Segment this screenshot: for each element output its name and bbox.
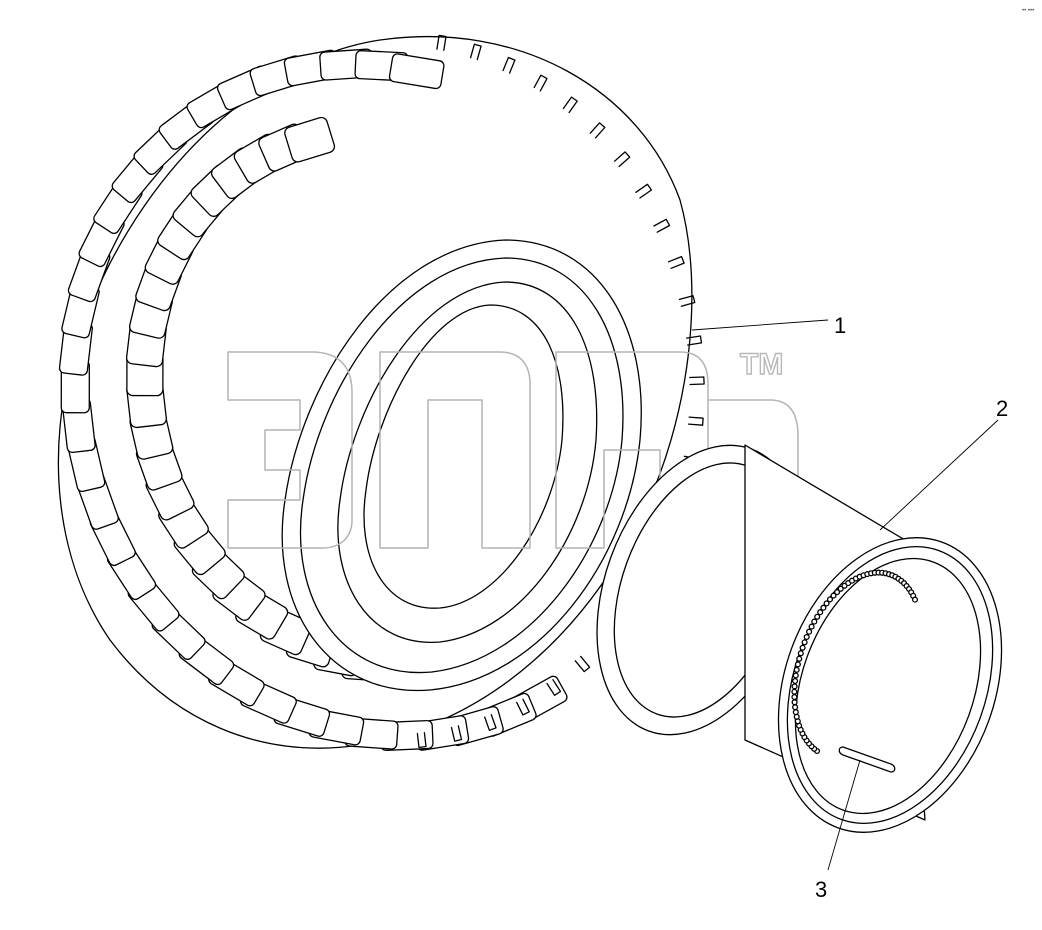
watermark-letter-3 — [555, 351, 709, 549]
rim-bolt-hole — [799, 644, 806, 651]
rim-bolt-hole — [806, 628, 813, 635]
rim-front-flange — [777, 537, 1003, 833]
callout-label-1: 1 — [834, 313, 846, 338]
tread-lug — [546, 679, 562, 696]
rim-bolt-hole — [792, 677, 799, 685]
rim-bolt-hole — [803, 633, 810, 641]
tread-lug — [678, 295, 696, 307]
tyre — [57, 34, 705, 752]
rim-bolt-hole — [792, 672, 799, 679]
watermark-trademark: TM — [740, 348, 783, 381]
rim-bolt-hole — [794, 661, 801, 668]
tread-lug — [436, 34, 447, 51]
tread-lug — [589, 122, 606, 139]
rim-bolt-hole — [797, 650, 804, 657]
rim-bolt-hole — [792, 704, 799, 711]
rim-bolt-hole — [791, 693, 798, 701]
rim-bolt-hole — [820, 604, 827, 611]
callout-label-3: 3 — [815, 877, 827, 902]
callout-leaders — [691, 319, 999, 871]
leader-line-1 — [691, 319, 829, 331]
rim-bolt-hole — [823, 600, 830, 607]
tread-lug — [613, 151, 631, 168]
tread-lug — [687, 416, 704, 426]
tread-lug — [635, 183, 653, 199]
tread-lug — [484, 714, 497, 731]
leader-line-2 — [879, 419, 999, 531]
callout-label-2: 2 — [996, 396, 1008, 421]
rim-bolt-hole — [837, 585, 844, 592]
valve-stem-body — [838, 746, 896, 773]
tread-lug — [469, 43, 482, 61]
tread-lug — [516, 698, 530, 716]
rim-bolt-hole — [817, 609, 824, 616]
rim-bolt-hole — [811, 618, 818, 625]
rim-bolt-hole — [830, 592, 837, 599]
rim-bolt-hole — [826, 596, 834, 603]
rim-bolt-hole — [791, 688, 798, 695]
tread-lug — [502, 56, 516, 74]
rim-front-lip — [794, 557, 982, 815]
rim-bolt-hole — [814, 613, 821, 620]
rim-bolt-hole — [834, 589, 841, 596]
tread-lug — [689, 376, 705, 386]
tread-lug — [653, 218, 671, 233]
corner-mark: •• ••• — [1022, 8, 1034, 14]
tread-lug — [685, 335, 703, 346]
tread-block — [284, 116, 336, 163]
tyre-sidewall-ring — [299, 257, 624, 674]
tyre-bead-ring-outer — [337, 281, 598, 643]
rim-bolt-hole — [791, 699, 798, 706]
rim-bolt-hole — [793, 666, 800, 673]
rim-bolt-hole — [801, 639, 808, 646]
rim-bolt-hole — [911, 596, 919, 603]
rim-bolt-hole — [808, 623, 815, 630]
valve-stem — [838, 746, 896, 773]
rim-bolt-hole — [792, 709, 799, 716]
leader-line-3 — [827, 759, 861, 871]
tread-lug — [450, 725, 463, 742]
rim-bolt-holes — [791, 569, 919, 755]
rim-bolt-hole — [791, 683, 798, 690]
wheel-rim — [596, 444, 1003, 833]
rim-bolt-hole — [796, 655, 803, 662]
tread-lug — [562, 96, 578, 114]
tread-lug — [574, 655, 591, 673]
watermark-letter-1 — [227, 351, 353, 549]
tread-lug — [416, 732, 427, 749]
rim-bolt-hole — [793, 713, 800, 720]
tread-lug — [533, 74, 548, 92]
tyre-bead-ring-inner — [363, 304, 564, 609]
tread-block — [388, 53, 445, 90]
tread-lug — [667, 255, 685, 269]
watermark-letter-2 — [379, 351, 531, 549]
